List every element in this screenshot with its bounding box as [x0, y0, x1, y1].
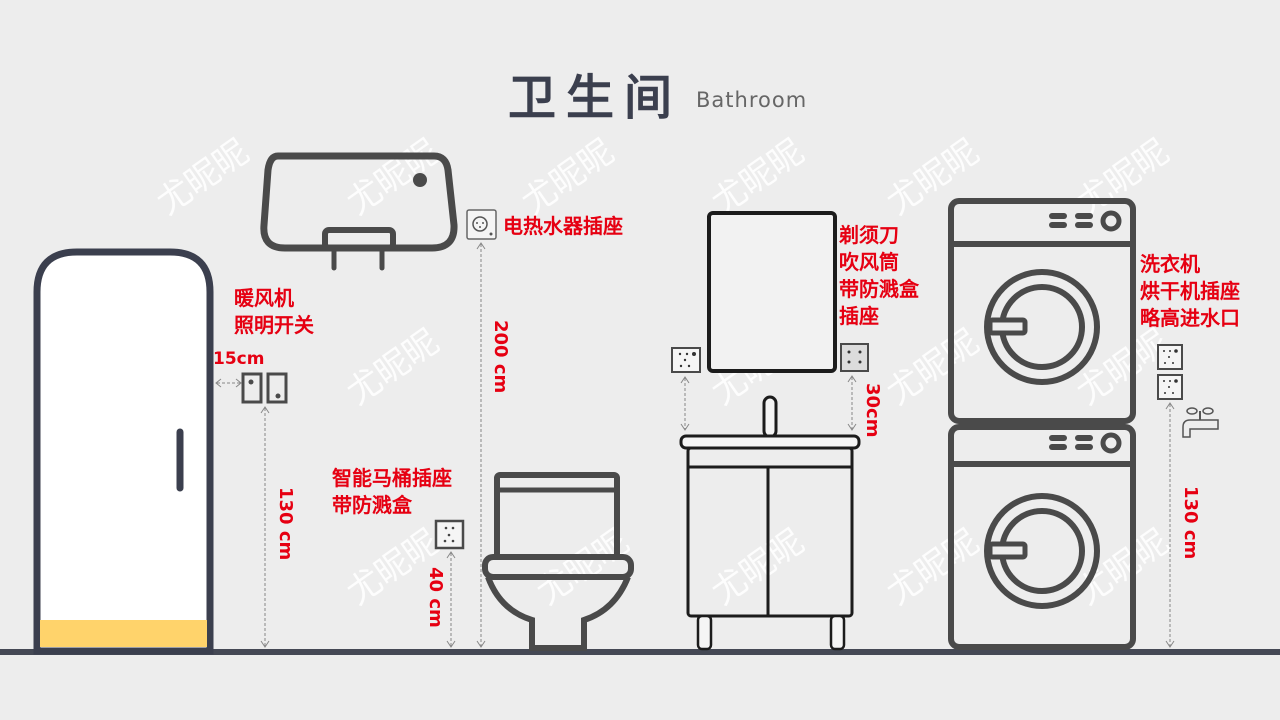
watermark: 尤昵昵: [339, 321, 447, 414]
vanity-socket-label: 剃须刀 吹风筒 带防溅盒 插座: [839, 222, 919, 330]
heater-socket-label: 电热水器插座: [503, 214, 623, 238]
watermark: 尤昵昵: [339, 131, 447, 224]
toilet-height-label: 40 cm: [425, 567, 446, 628]
washer-socket-label: 洗衣机 烘干机插座 略高进水口: [1140, 251, 1240, 332]
watermark: 尤昵昵: [704, 131, 812, 224]
heater-height-label: 200 cm: [490, 320, 511, 394]
toilet-icon: [482, 472, 634, 651]
switch-label: 暖风机 照明开关: [234, 285, 314, 339]
watermark: 尤昵昵: [879, 131, 987, 224]
washing-machine-icon: [948, 198, 1136, 650]
washer-height-label: 130 cm: [1180, 486, 1201, 560]
faucet-icon: [1182, 407, 1219, 438]
vanity-socket-label-line: 吹风筒: [839, 250, 899, 274]
switch-offset-label: 15cm: [213, 349, 265, 369]
washer-socket-icon: [1157, 344, 1183, 648]
toilet-socket-label-line: 智能马桶插座: [332, 466, 452, 490]
switch-label-line: 暖风机: [234, 286, 294, 310]
sink-cabinet-icon: [679, 395, 861, 651]
vanity-socket-label-line: 插座: [839, 304, 879, 328]
heater-socket-icon: [466, 209, 497, 648]
switch-height-label: 130 cm: [275, 487, 296, 561]
watermark: 尤昵昵: [879, 521, 987, 614]
washer-socket-label-line: 烘干机插座: [1140, 279, 1240, 303]
switch-icon: [215, 372, 288, 648]
vanity-socket-right-icon: [840, 343, 869, 431]
mirror-icon: [707, 211, 837, 373]
vanity-socket-left-icon: [671, 347, 701, 431]
water-heater-icon: [260, 152, 458, 271]
watermark: 尤昵昵: [149, 131, 257, 224]
switch-label-line: 照明开关: [234, 313, 314, 337]
washer-socket-label-line: 洗衣机: [1140, 252, 1200, 276]
vanity-height-label: 30cm: [862, 383, 883, 438]
floor-line: [0, 649, 1280, 655]
page-title: 卫生间: [508, 70, 683, 126]
watermark: 尤昵昵: [1069, 131, 1177, 224]
watermark: 尤昵昵: [529, 521, 637, 614]
watermark: 尤昵昵: [704, 521, 812, 614]
vanity-socket-label-line: 带防溅盒: [839, 277, 919, 301]
door-icon: [33, 248, 214, 655]
toilet-socket-label: 智能马桶插座 带防溅盒: [332, 465, 452, 519]
page-subtitle: Bathroom: [696, 88, 808, 112]
toilet-socket-icon: [434, 519, 465, 648]
toilet-socket-label-line: 带防溅盒: [332, 493, 412, 517]
washer-socket-label-line: 略高进水口: [1140, 306, 1240, 330]
vanity-socket-label-line: 剃须刀: [839, 223, 899, 247]
watermark: 尤昵昵: [514, 131, 622, 224]
